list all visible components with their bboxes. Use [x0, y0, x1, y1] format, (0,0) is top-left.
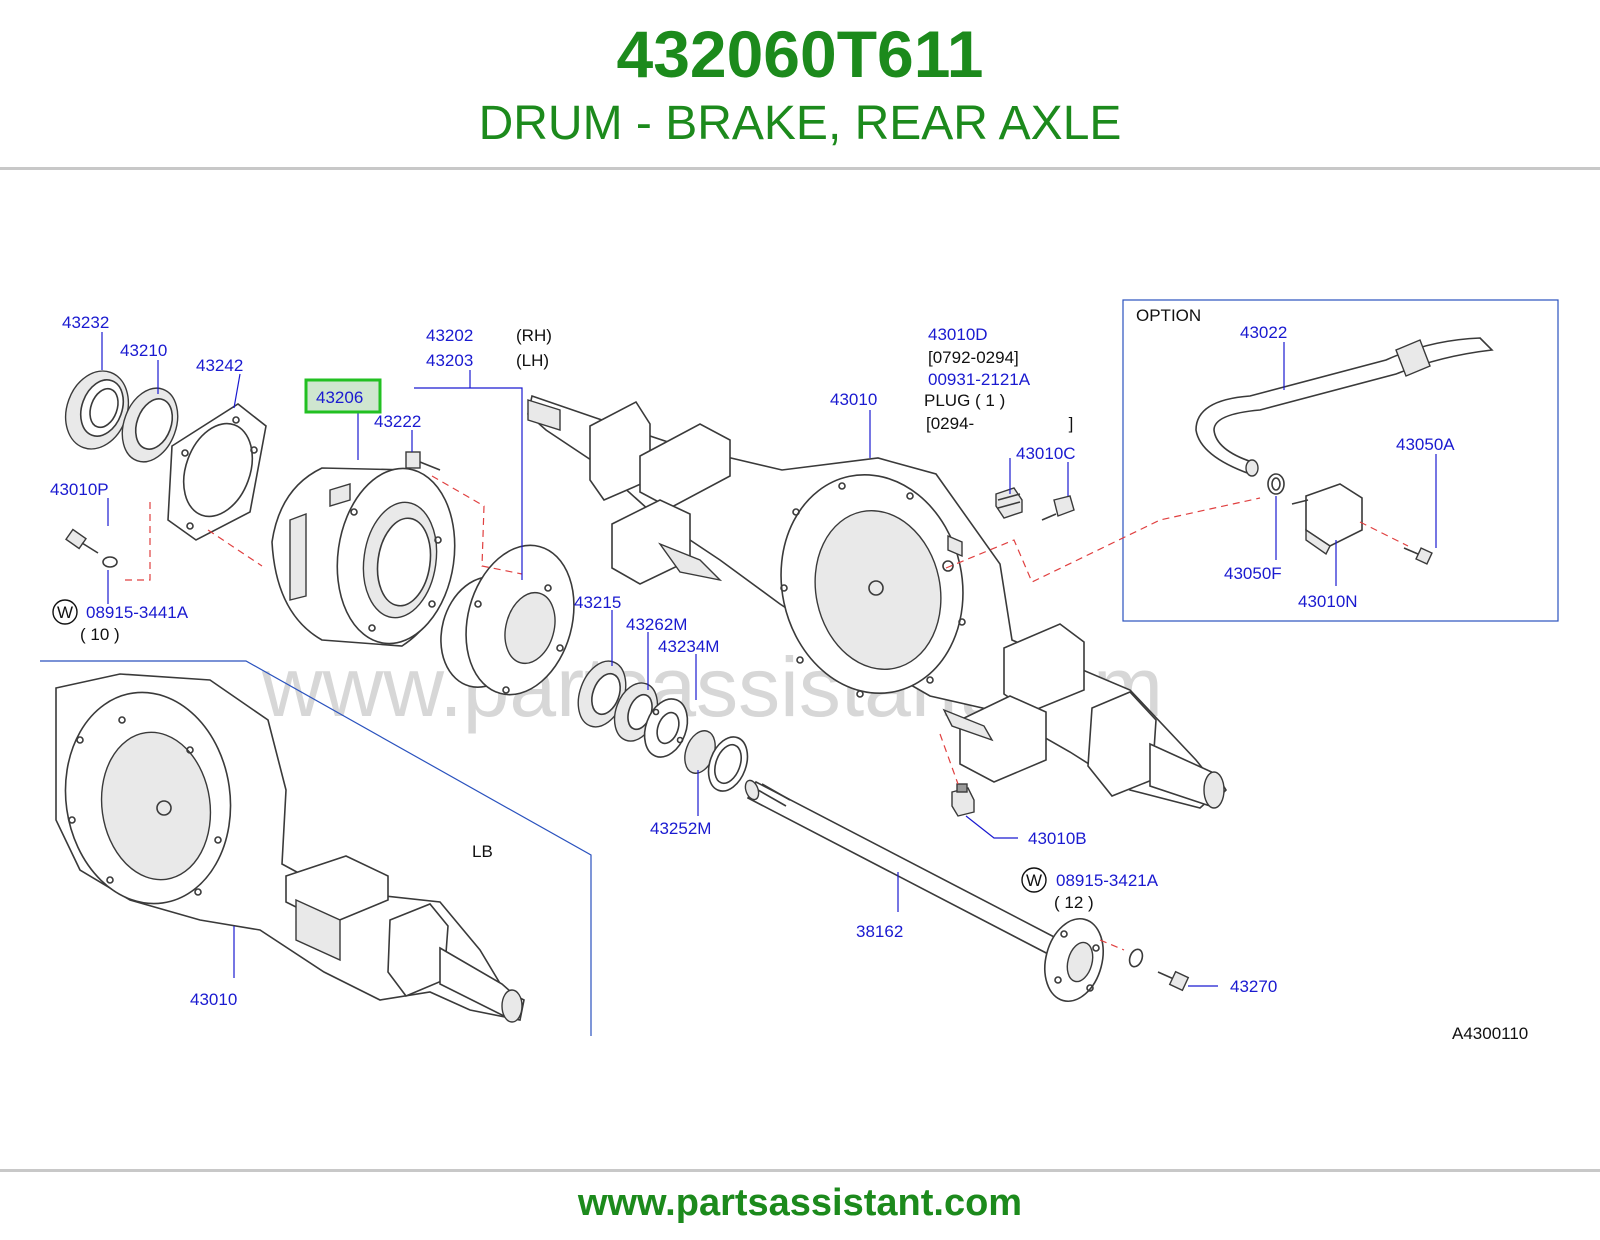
label-43202[interactable]: 43202 [426, 326, 473, 345]
bolt-43270-drawing [1128, 948, 1190, 992]
label-43010n[interactable]: 43010N [1298, 592, 1358, 611]
page-subtitle: DRUM - BRAKE, REAR AXLE [478, 97, 1122, 150]
gasket-43242-drawing [167, 403, 267, 541]
dash-line-43270 [1099, 939, 1125, 951]
w-circle-left [52, 599, 78, 625]
bolt-43050a-drawing [1403, 547, 1433, 565]
leader-43242 [233, 373, 241, 409]
label-43206[interactable]: 43206 [316, 388, 363, 407]
label-43262m[interactable]: 43262M [626, 615, 687, 634]
label-43210[interactable]: 43210 [120, 341, 167, 360]
label-43050f[interactable]: 43050F [1224, 564, 1282, 583]
dash-line-43050a [1359, 521, 1409, 547]
footer-divider [0, 1169, 1600, 1172]
label-43232[interactable]: 43232 [62, 313, 109, 332]
header-divider [0, 167, 1600, 170]
leader-43010b [965, 815, 1018, 839]
dash-line-43222 [431, 475, 523, 575]
label-43222[interactable]: 43222 [374, 412, 421, 431]
label-qty-12: ( 12 ) [1054, 893, 1094, 912]
label-43010p[interactable]: 43010P [50, 480, 109, 499]
page-title: 432060T611 [616, 17, 984, 91]
hub-bolt-43222-drawing [405, 451, 441, 471]
breather-hose-43022-drawing [1195, 337, 1494, 477]
label-43203[interactable]: 43203 [426, 351, 473, 370]
label-43242[interactable]: 43242 [196, 356, 243, 375]
leader-43202 [414, 387, 523, 580]
label-43215[interactable]: 43215 [574, 593, 621, 612]
retainer-43234m-drawing [643, 698, 689, 758]
label-w-left: W [57, 603, 73, 622]
label-43010-bottom[interactable]: 43010 [190, 990, 237, 1009]
diagram-code: A4300110 [1452, 1024, 1528, 1043]
oil-seal-43232-drawing [64, 370, 130, 450]
footer-url-link[interactable]: www.partsassistant.com [577, 1182, 1023, 1224]
label-43234m[interactable]: 43234M [658, 637, 719, 656]
drain-plug-43010d-drawing [995, 487, 1023, 519]
breather-43010c-drawing [1041, 495, 1075, 521]
label-38162[interactable]: 38162 [856, 922, 903, 941]
dash-line-43010b [939, 733, 959, 785]
dash-line-gasket [207, 529, 263, 567]
bracket-43010n-drawing [1291, 483, 1363, 556]
option-label: OPTION [1136, 306, 1201, 325]
label-qty-10: ( 10 ) [80, 625, 120, 644]
label-43022[interactable]: 43022 [1240, 323, 1287, 342]
label-43010c[interactable]: 43010C [1016, 444, 1076, 463]
brake-drum-43206-drawing [271, 467, 456, 647]
label-rh: (RH) [516, 326, 552, 345]
w-circle-right [1021, 867, 1047, 893]
label-lb: LB [472, 842, 493, 861]
label-w-right: W [1026, 871, 1042, 890]
option-box [1122, 299, 1559, 622]
label-43270[interactable]: 43270 [1230, 977, 1277, 996]
bearing-43210-drawing [121, 387, 179, 463]
label-00931-2121a[interactable]: 00931-2121A [928, 370, 1031, 389]
label-range-1: [0792-0294] [928, 348, 1019, 367]
highlight-box-43206[interactable] [304, 378, 382, 414]
label-08915-3441a[interactable]: 08915-3441A [86, 603, 189, 622]
lb-divider-line [40, 660, 592, 1036]
axle-housing-lb-43010-drawing [55, 673, 525, 1023]
filler-plug-43010b-drawing [951, 783, 975, 817]
seal-43252m-drawing [684, 730, 749, 792]
dash-line-43010p [120, 502, 151, 581]
label-43010-top[interactable]: 43010 [830, 390, 877, 409]
bearing-43215-drawing [577, 660, 627, 728]
label-43050a[interactable]: 43050A [1396, 435, 1455, 454]
hose-clip-43050f-drawing [1267, 473, 1285, 495]
axle-shaft-38162-drawing [744, 779, 1104, 1003]
label-08915-3421a[interactable]: 08915-3421A [1056, 871, 1159, 890]
label-range-2: [0294- ] [926, 414, 1073, 433]
bolt-43010p-drawing [65, 528, 118, 568]
label-43010d[interactable]: 43010D [928, 325, 988, 344]
label-plug: PLUG ( 1 ) [924, 391, 1005, 410]
axle-hub-43202-drawing [440, 544, 575, 696]
label-43252m[interactable]: 43252M [650, 819, 711, 838]
axle-housing-43010-drawing [527, 394, 1228, 809]
dash-line-option [945, 497, 1261, 583]
label-43010b[interactable]: 43010B [1028, 829, 1087, 848]
label-lh: (LH) [516, 351, 549, 370]
